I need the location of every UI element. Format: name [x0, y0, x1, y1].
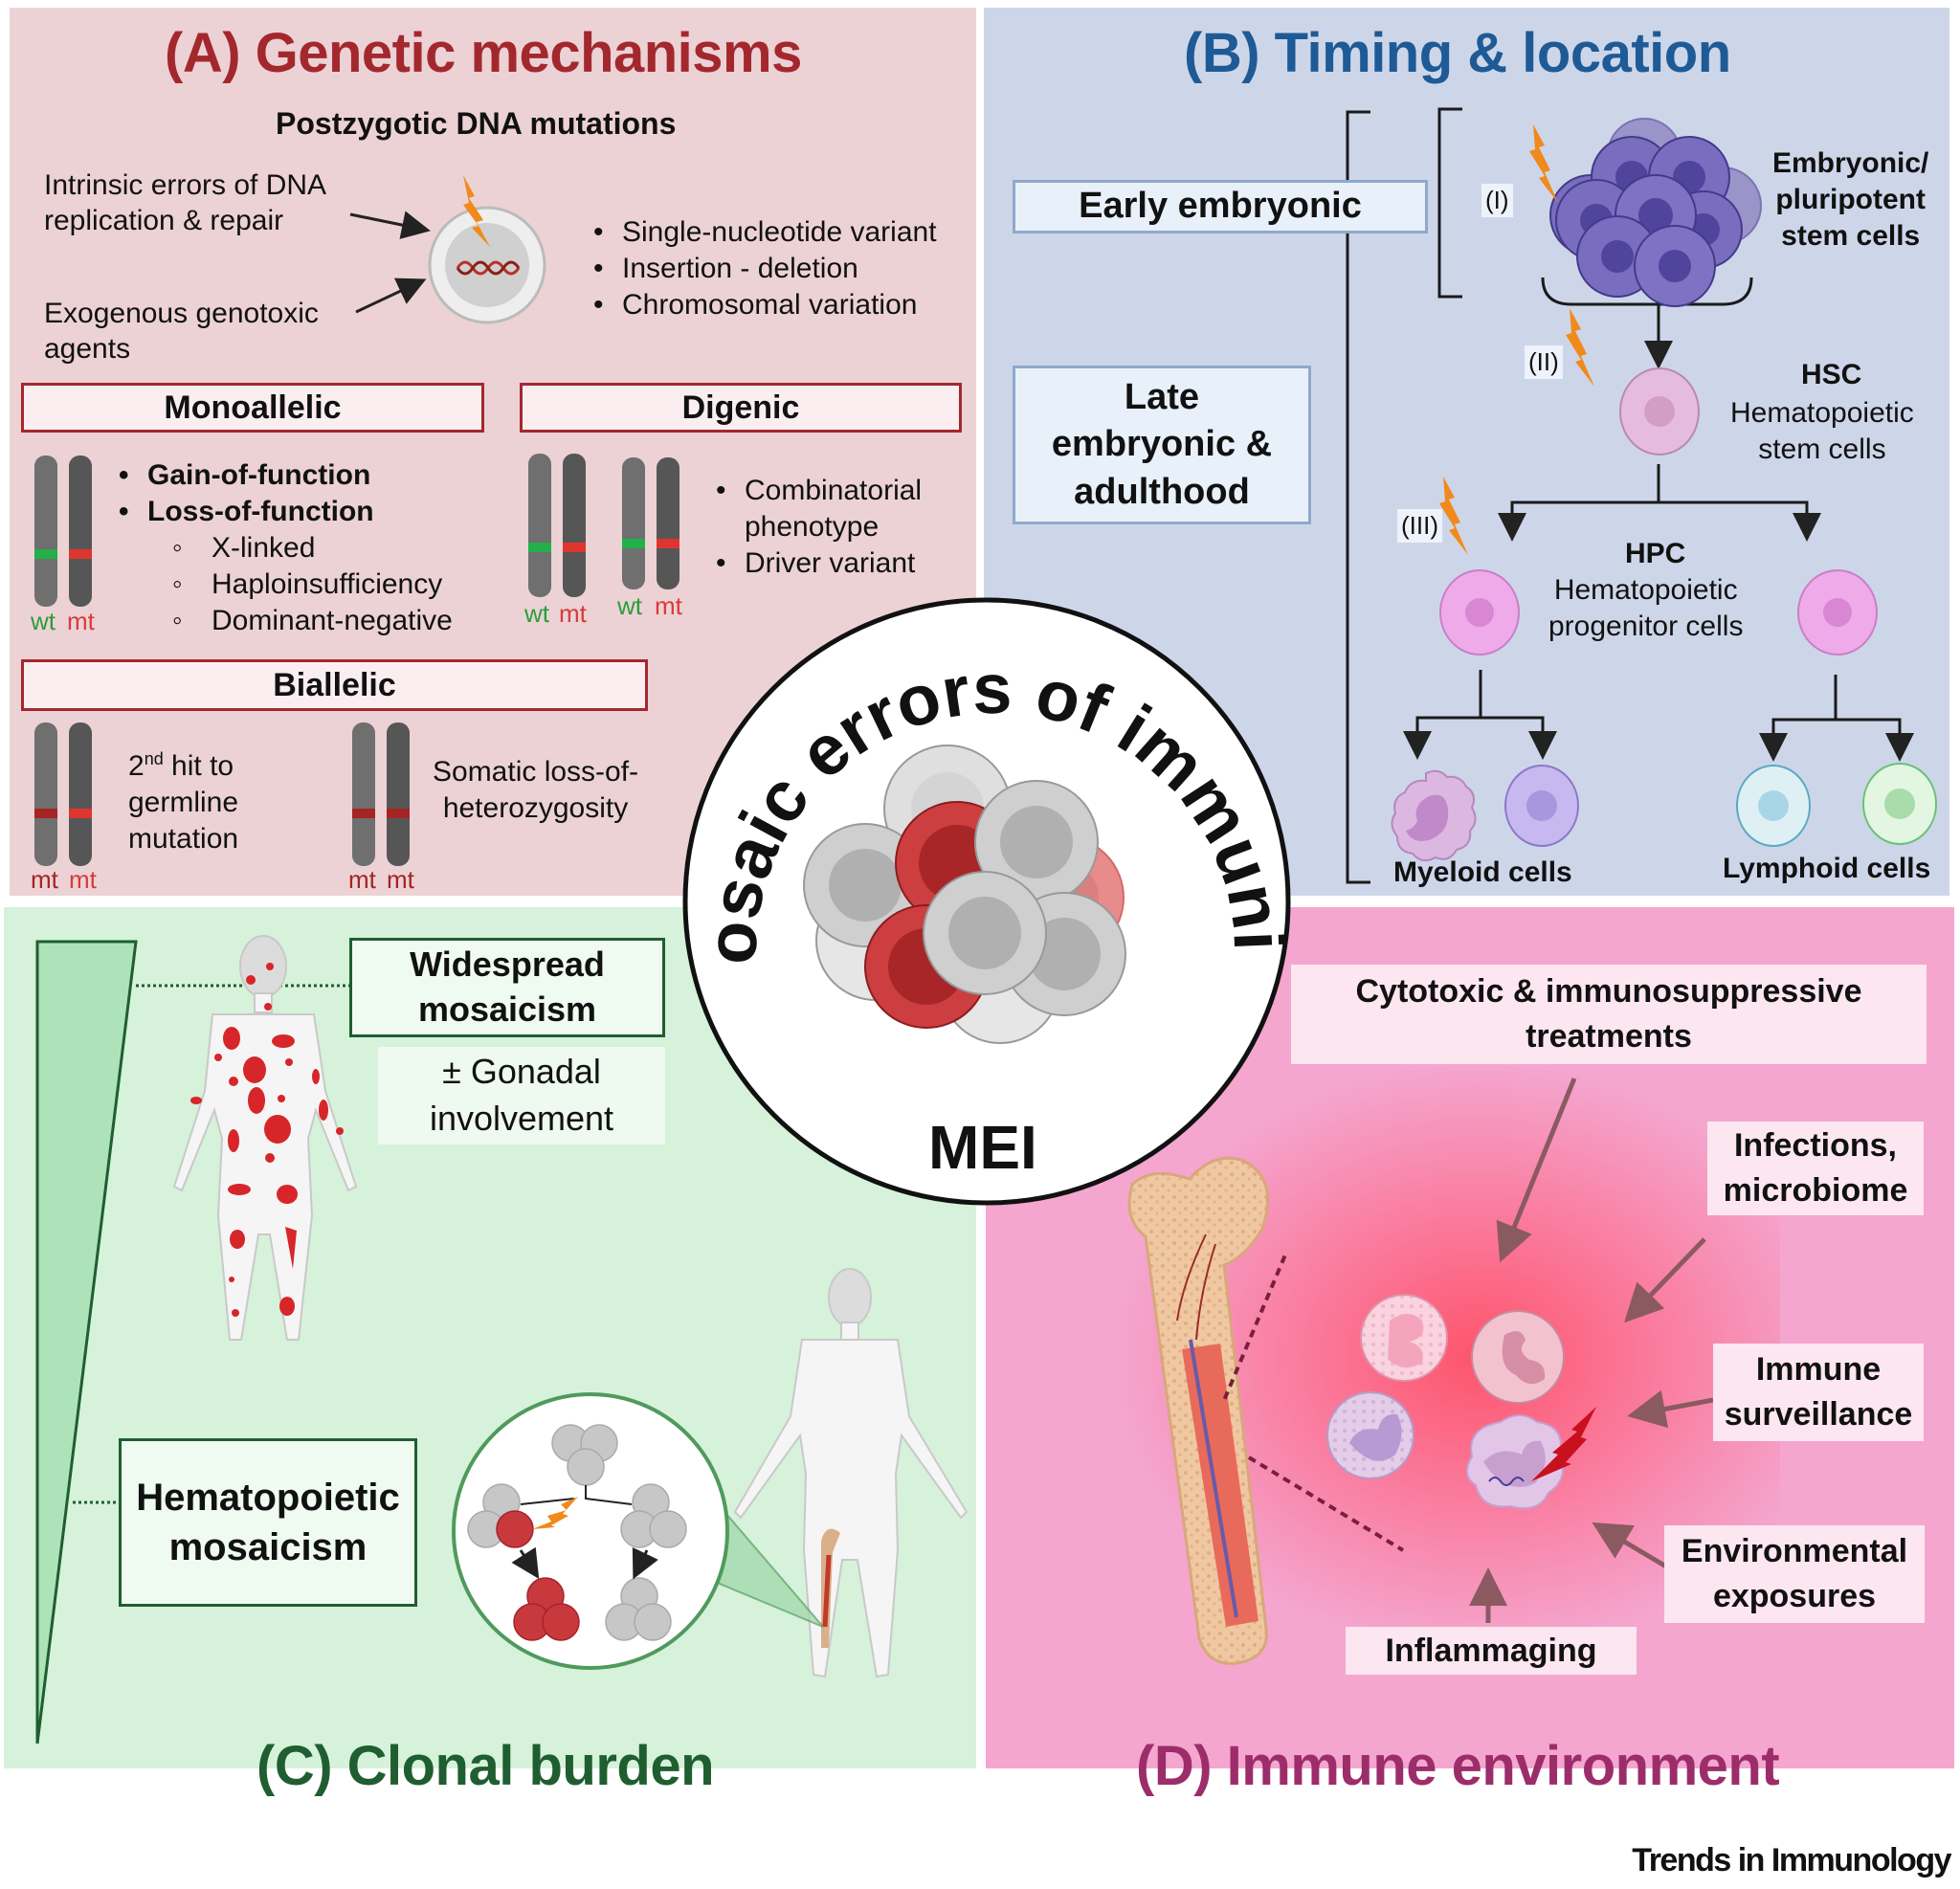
embryonic-stem-cell-cluster — [1549, 118, 1762, 307]
factor-inflammaging: Inflammaging — [1346, 1627, 1637, 1675]
allele-label-wt: wt — [617, 591, 642, 620]
chromosome-pair-second-hit — [34, 722, 92, 866]
influence-arrows — [1469, 1078, 1714, 1623]
postzygotic-subtitle: Postzygotic DNA mutations — [276, 106, 677, 141]
hpc-cells — [1439, 569, 1878, 656]
allele-label-mt: mt — [69, 865, 97, 894]
allele-label-mt: mt — [67, 607, 95, 635]
allele-label-mt: mt — [387, 865, 414, 894]
allele-label-wt: wt — [31, 607, 56, 635]
chromosome-pair-monoallelic — [34, 456, 92, 607]
mosaic-patches — [190, 963, 344, 1317]
clonal-burden-wedge — [35, 940, 138, 1745]
embryonic-stem-cells-label: Embryonic/ pluripotent stem cells — [1772, 147, 1929, 252]
stage-late-embryonic-adulthood: Late embryonic & adulthood — [1013, 366, 1311, 524]
zoom-lens — [452, 1392, 729, 1670]
hit-label-i: (I) — [1481, 184, 1513, 217]
monoallelic-subitem: X-linked — [113, 530, 453, 567]
hematopoietic-mosaicism-box: Hematopoietic mosaicism — [119, 1438, 417, 1607]
lightning-bolt-icon — [463, 175, 490, 247]
biallelic-header: Biallelic — [21, 659, 648, 711]
arrow-intrinsic — [349, 211, 431, 239]
biallelic-second-hit-text: 2nd hit to germline mutation — [128, 741, 238, 857]
allele-label-mt: mt — [348, 865, 376, 894]
hsc-full-label: Hematopoietic stem cells — [1730, 397, 1914, 465]
lightning-bolt-icon — [1439, 477, 1468, 555]
myeloid-cells — [1391, 765, 1579, 862]
digenic-item: Combinatorial phenotype — [710, 473, 922, 545]
mei-abbreviation: MEI — [928, 1113, 1037, 1182]
arrow-exogenous — [355, 278, 427, 314]
hit-label-iii: (III) — [1397, 509, 1442, 543]
myeloid-cells-label: Myeloid cells — [1393, 856, 1572, 888]
panel-c-title: (C) Clonal burden — [256, 1735, 715, 1797]
panel-a-title: (A) Genetic mechanisms — [165, 22, 802, 84]
clonal-expansion-cells — [467, 1424, 687, 1641]
monoallelic-list: Gain-of-function Loss-of-function X-link… — [113, 457, 453, 639]
mutation-type: Insertion - deletion — [588, 251, 937, 287]
digenic-list: Combinatorial phenotype Driver variant — [710, 473, 922, 582]
lymphoid-cells-label: Lymphoid cells — [1723, 853, 1931, 884]
digenic-header: Digenic — [520, 383, 962, 433]
lightning-bolt-icon — [1529, 124, 1558, 203]
allele-label-mt: mt — [31, 865, 58, 894]
monoallelic-subitem: Haploinsufficiency — [113, 567, 453, 603]
zoom-dashed-line — [1247, 1456, 1405, 1552]
allele-label-mt: mt — [559, 599, 587, 628]
cause-exogenous: Exogenous genotoxic agents — [44, 298, 319, 365]
monoallelic-item: Loss-of-function — [113, 494, 453, 530]
hpc-label: HPC — [1625, 538, 1686, 569]
mutation-type: Single-nucleotide variant — [588, 214, 937, 251]
monoallelic-item: Gain-of-function — [113, 457, 453, 494]
hpc-full-label: Hematopoietic progenitor cells — [1548, 574, 1744, 642]
lightning-bolt-icon — [1531, 1407, 1596, 1481]
second-hit-suffix: nd — [144, 749, 164, 768]
factor-immune-surveillance: Immune surveillance — [1713, 1344, 1924, 1441]
allele-label-mt: mt — [655, 591, 682, 620]
zoom-dashed-line — [1222, 1255, 1287, 1402]
factor-environmental-exposures: Environmental exposures — [1664, 1525, 1925, 1623]
mutation-type: Chromosomal variation — [588, 287, 937, 323]
human-figure-widespread-mosaic — [172, 935, 358, 1341]
monoallelic-header: Monoallelic — [21, 383, 484, 433]
second-hit-rest: hit to germline mutation — [128, 750, 239, 855]
factor-infections: Infections, microbiome — [1707, 1122, 1924, 1215]
hsc-label: HSC — [1801, 359, 1862, 390]
journal-credit: Trends in Immunology — [1632, 1842, 1951, 1878]
marrow-highlight — [822, 1554, 832, 1628]
lightning-bolt-icon — [532, 1497, 578, 1529]
chromosome-pairs-digenic — [528, 454, 679, 597]
hsc-cell — [1619, 367, 1700, 456]
widespread-mosaicism-box: Widespread mosaicism — [349, 938, 665, 1037]
biallelic-loh-text: Somatic loss-of- heterozygosity — [433, 756, 639, 824]
allele-label-wt: wt — [524, 599, 549, 628]
hit-label-ii: (II) — [1525, 345, 1563, 379]
panel-d-title: (D) Immune environment — [1136, 1735, 1780, 1797]
lymphoid-cells — [1736, 763, 1937, 847]
human-figure-hematopoietic — [733, 1268, 969, 1678]
timeline-brackets — [1346, 107, 1914, 884]
stage-early-embryonic: Early embryonic — [1013, 180, 1428, 233]
chromosome-pair-loh — [352, 722, 410, 866]
panel-b-title: (B) Timing & location — [1184, 22, 1731, 84]
lightning-bolt-icon — [1566, 308, 1594, 387]
digenic-item: Driver variant — [710, 545, 922, 582]
femur-bone — [1127, 1156, 1270, 1665]
immune-cells-cluster — [1326, 1294, 1596, 1510]
monoallelic-subitem: Dominant-negative — [113, 603, 453, 639]
mutation-types-list: Single-nucleotide variant Insertion - de… — [588, 214, 937, 323]
second-hit-ordinal: 2 — [128, 750, 145, 782]
factor-treatments: Cytotoxic & immunosuppressive treatments — [1291, 965, 1927, 1064]
gonadal-involvement-box: ± Gonadal involvement — [378, 1047, 665, 1145]
cause-intrinsic: Intrinsic errors of DNA replication & re… — [44, 169, 327, 236]
cell-dna-damage-illustration — [428, 206, 546, 324]
